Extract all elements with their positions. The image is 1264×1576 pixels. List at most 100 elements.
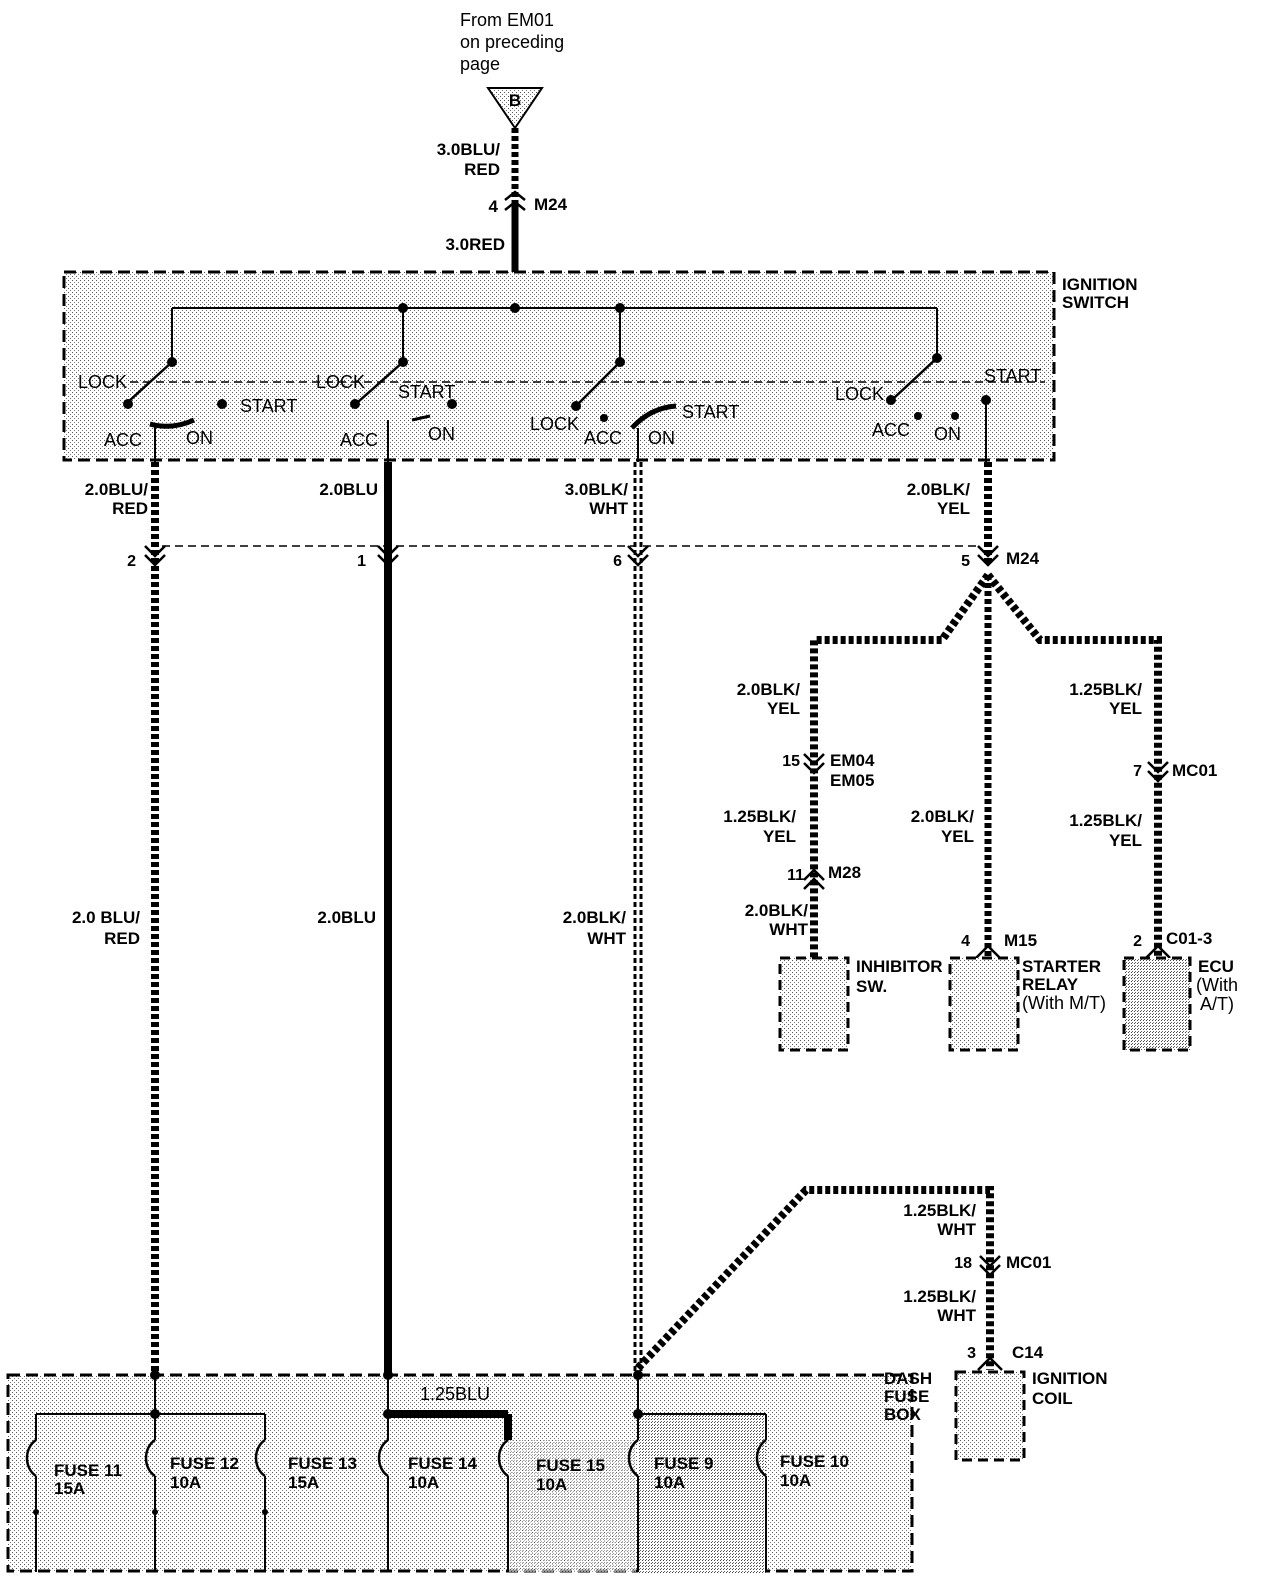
coil-c1-name: MC01 xyxy=(1006,1253,1051,1272)
ecu-w2a: 1.25BLK/ xyxy=(1069,811,1142,830)
ecu-w1a: 1.25BLK/ xyxy=(1069,680,1142,699)
fuse-10-name: FUSE 10 xyxy=(780,1452,849,1471)
out4-wire-a: 2.0BLK/ xyxy=(907,480,971,499)
switch3-on-label: ON xyxy=(648,428,675,448)
fuse-11-rating: 15A xyxy=(54,1479,85,1498)
fuse-14: FUSE 14 10A xyxy=(377,1414,478,1572)
ecu-c1-name: MC01 xyxy=(1172,761,1217,780)
connector-b-letter: B xyxy=(509,91,521,110)
fuse-13-rating: 15A xyxy=(288,1473,319,1492)
switch2-lock-label: LOCK xyxy=(316,372,365,392)
m24-top-pin: 4 xyxy=(489,197,499,216)
fuse-10: FUSE 10 10A xyxy=(755,1414,849,1572)
fuse-box-title-c: BOX xyxy=(884,1405,922,1424)
starter-label-a: STARTER xyxy=(1022,957,1101,976)
fuse-10-rating: 10A xyxy=(780,1471,811,1490)
ecu-w1b: YEL xyxy=(1109,699,1142,718)
ignition-switch: IGNITION SWITCH LOCK ACC ON START xyxy=(62,270,1138,462)
coil-label-b: COIL xyxy=(1032,1389,1073,1408)
fuse-9: FUSE 9 10A xyxy=(627,1414,714,1572)
top-wire-label1b: RED xyxy=(464,160,500,179)
ecu-box xyxy=(1122,956,1192,1052)
out2-long-a: 2.0BLU xyxy=(317,908,376,927)
inhibitor-label-a: INHIBITOR xyxy=(856,957,943,976)
top-wire-label1a: 3.0BLU/ xyxy=(437,140,501,159)
switch4-acc-label: ACC xyxy=(872,420,910,440)
fuse-12: FUSE 12 10A xyxy=(144,1414,239,1572)
inhibitor-switch-box xyxy=(778,956,850,1052)
switch-1: LOCK ACC ON START xyxy=(78,357,297,450)
out1-wire-b: RED xyxy=(112,499,148,518)
starter-conn-name: M15 xyxy=(1004,931,1037,950)
out3-long-b: WHT xyxy=(587,929,626,948)
starter-w1b: YEL xyxy=(941,827,974,846)
inhibitor-label-b: SW. xyxy=(856,977,887,996)
top-wire: 3.0BLU/ RED 4 M24 3.0RED xyxy=(437,128,568,308)
out1-long-a: 2.0 BLU/ xyxy=(72,908,140,927)
coil-label-a: IGNITION xyxy=(1032,1369,1108,1388)
switch1-lock-label: LOCK xyxy=(78,372,127,392)
starter-relay-box xyxy=(948,956,1020,1052)
fuse-13: FUSE 13 15A xyxy=(254,1414,357,1572)
fuse-box-title-a: DASH xyxy=(884,1369,932,1388)
switch3-lock-label: LOCK xyxy=(530,414,579,434)
starter-pin: 4 xyxy=(961,933,970,950)
output-wire-3: 3.0BLK/ WHT 6 2.0BLK/ WHT xyxy=(563,462,649,1375)
fuse-13-name: FUSE 13 xyxy=(288,1454,357,1473)
out3-wire-b: WHT xyxy=(589,499,628,518)
coil-w2a: 1.25BLK/ xyxy=(903,1287,976,1306)
fuse-box-outline xyxy=(6,1373,914,1573)
starter-label-b: RELAY xyxy=(1022,975,1079,994)
fuse-9-name: FUSE 9 xyxy=(654,1454,714,1473)
switch-2: LOCK ACC ON START xyxy=(316,357,457,450)
inhibitor-branch: 2.0BLK/ YEL 15 EM04 EM05 1.25BLK/ YEL 11… xyxy=(723,680,943,1052)
output-wire-2: 2.0BLU 1 2.0BLU xyxy=(317,462,399,1375)
ignition-switch-title2: SWITCH xyxy=(1062,293,1129,312)
m24-top-name: M24 xyxy=(534,195,568,214)
source-ref: From EM01 on preceding page B xyxy=(460,10,564,130)
fuse-14-rating: 10A xyxy=(408,1473,439,1492)
switch-4: LOCK ACC ON START xyxy=(835,353,1041,444)
m24-top-connector xyxy=(504,190,526,211)
ignition-switch-box xyxy=(62,270,1056,462)
inh-w3b: WHT xyxy=(769,920,808,939)
switch3-start-label: START xyxy=(682,402,739,422)
start-branch-wires xyxy=(810,572,1162,958)
fuse-11: FUSE 11 15A xyxy=(25,1414,122,1572)
fuse-jumper-label: 1.25BLU xyxy=(420,1384,490,1404)
ignition-coil-box xyxy=(954,1370,1026,1462)
switch4-lock-label: LOCK xyxy=(835,384,884,404)
starter-label-c: (With M/T) xyxy=(1022,993,1106,1013)
source-ref-line1: From EM01 xyxy=(460,10,554,30)
coil-w2b: WHT xyxy=(937,1306,976,1325)
coil-w1b: WHT xyxy=(937,1220,976,1239)
switch1-on-label: ON xyxy=(186,428,213,448)
ignition-switch-title1: IGNITION xyxy=(1062,275,1138,294)
switch1-start-label: START xyxy=(240,396,297,416)
coil-pin: 3 xyxy=(967,1345,976,1362)
starter-relay-branch: 2.0BLK/ YEL 4 M15 STARTER RELAY (With M/… xyxy=(911,807,1106,1052)
out2-pin: 1 xyxy=(357,553,366,570)
out1-pin: 2 xyxy=(127,553,136,570)
switch4-on-label: ON xyxy=(934,424,961,444)
switch4-start-label: START xyxy=(984,366,1041,386)
coil-conn-name: C14 xyxy=(1012,1343,1044,1362)
output-wire-4: 2.0BLK/ YEL 5 M24 xyxy=(907,462,1040,570)
out4-pin: 5 xyxy=(961,553,970,570)
dash-fuse-box: DASH FUSE BOX 1.25BLU FUSE 11 15A xyxy=(6,1369,932,1574)
connector-b-triangle xyxy=(486,87,544,130)
ecu-conn-name: C01-3 xyxy=(1166,929,1212,948)
switch3-acc-label: ACC xyxy=(584,428,622,448)
out3-long-a: 2.0BLK/ xyxy=(563,908,627,927)
fuse-15-rating: 10A xyxy=(536,1475,567,1494)
out3-wire-a: 3.0BLK/ xyxy=(565,480,629,499)
ecu-label-c: A/T) xyxy=(1200,994,1234,1014)
fuse-11-name: FUSE 11 xyxy=(54,1461,122,1480)
out2-wire-a: 2.0BLU xyxy=(319,480,378,499)
fuse-15: FUSE 15 10A xyxy=(497,1438,605,1572)
out1-wire-a: 2.0BLU/ xyxy=(85,480,149,499)
switch2-start-label: START xyxy=(398,382,455,402)
source-ref-line2: on preceding xyxy=(460,32,564,52)
inh-c1-pin: 15 xyxy=(782,753,800,770)
